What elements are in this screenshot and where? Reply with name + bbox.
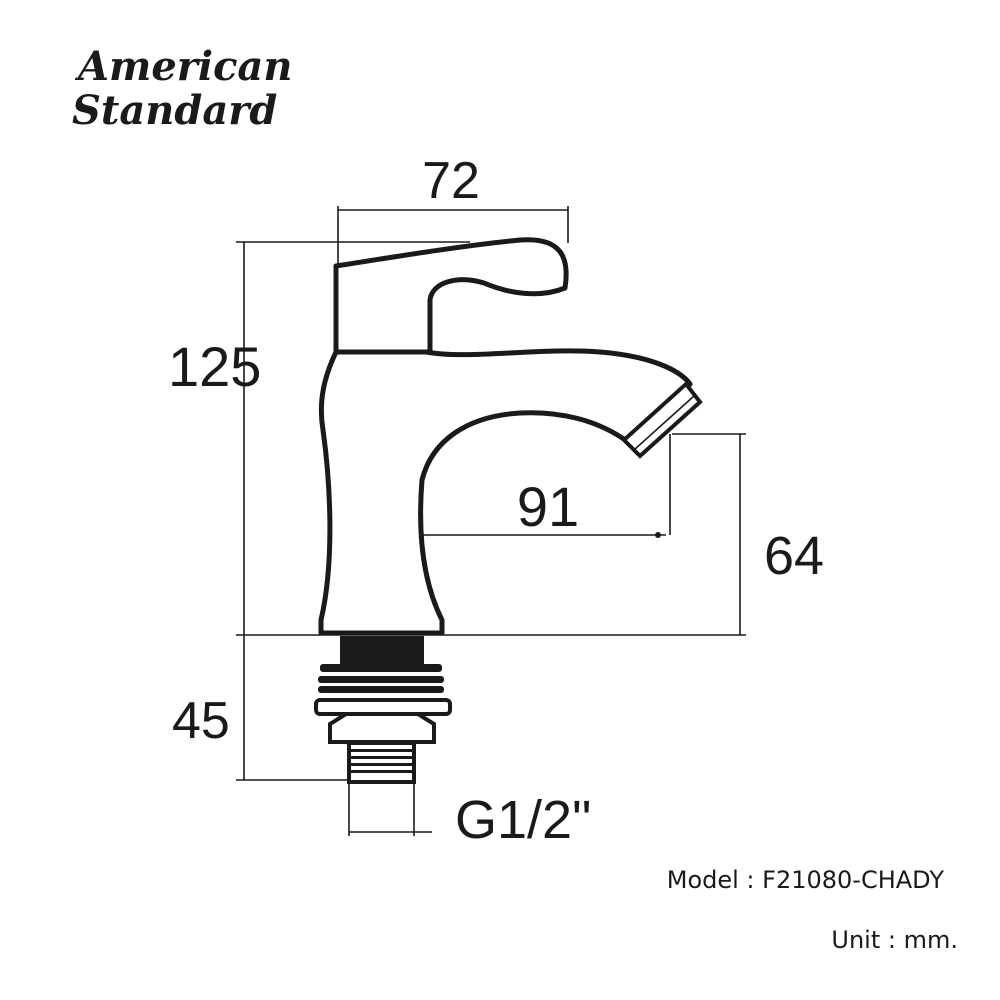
label-spout-reach: 91: [517, 475, 579, 538]
label-shank-length: 45: [172, 692, 230, 750]
dimension-lines: [236, 206, 746, 836]
label-spout-height: 64: [764, 526, 824, 586]
brand-logo: American Standard: [72, 43, 292, 134]
spec-info: Model : F21080-CHADY Unit : mm.: [667, 866, 958, 954]
faucet-body: [318, 348, 703, 636]
unit-label: Unit : mm.: [831, 926, 958, 954]
brand-line-2: Standard: [72, 87, 277, 134]
label-thread-size: G1/2": [455, 790, 591, 850]
brand-line-1: American: [74, 43, 292, 90]
dimension-labels: 72 125 91 64 45 G1/2": [168, 152, 824, 850]
label-body-height: 125: [168, 335, 261, 398]
model-number: Model : F21080-CHADY: [667, 866, 945, 894]
shank-connector: [314, 636, 452, 784]
faucet-handle: [333, 237, 569, 355]
label-handle-width: 72: [422, 152, 480, 210]
